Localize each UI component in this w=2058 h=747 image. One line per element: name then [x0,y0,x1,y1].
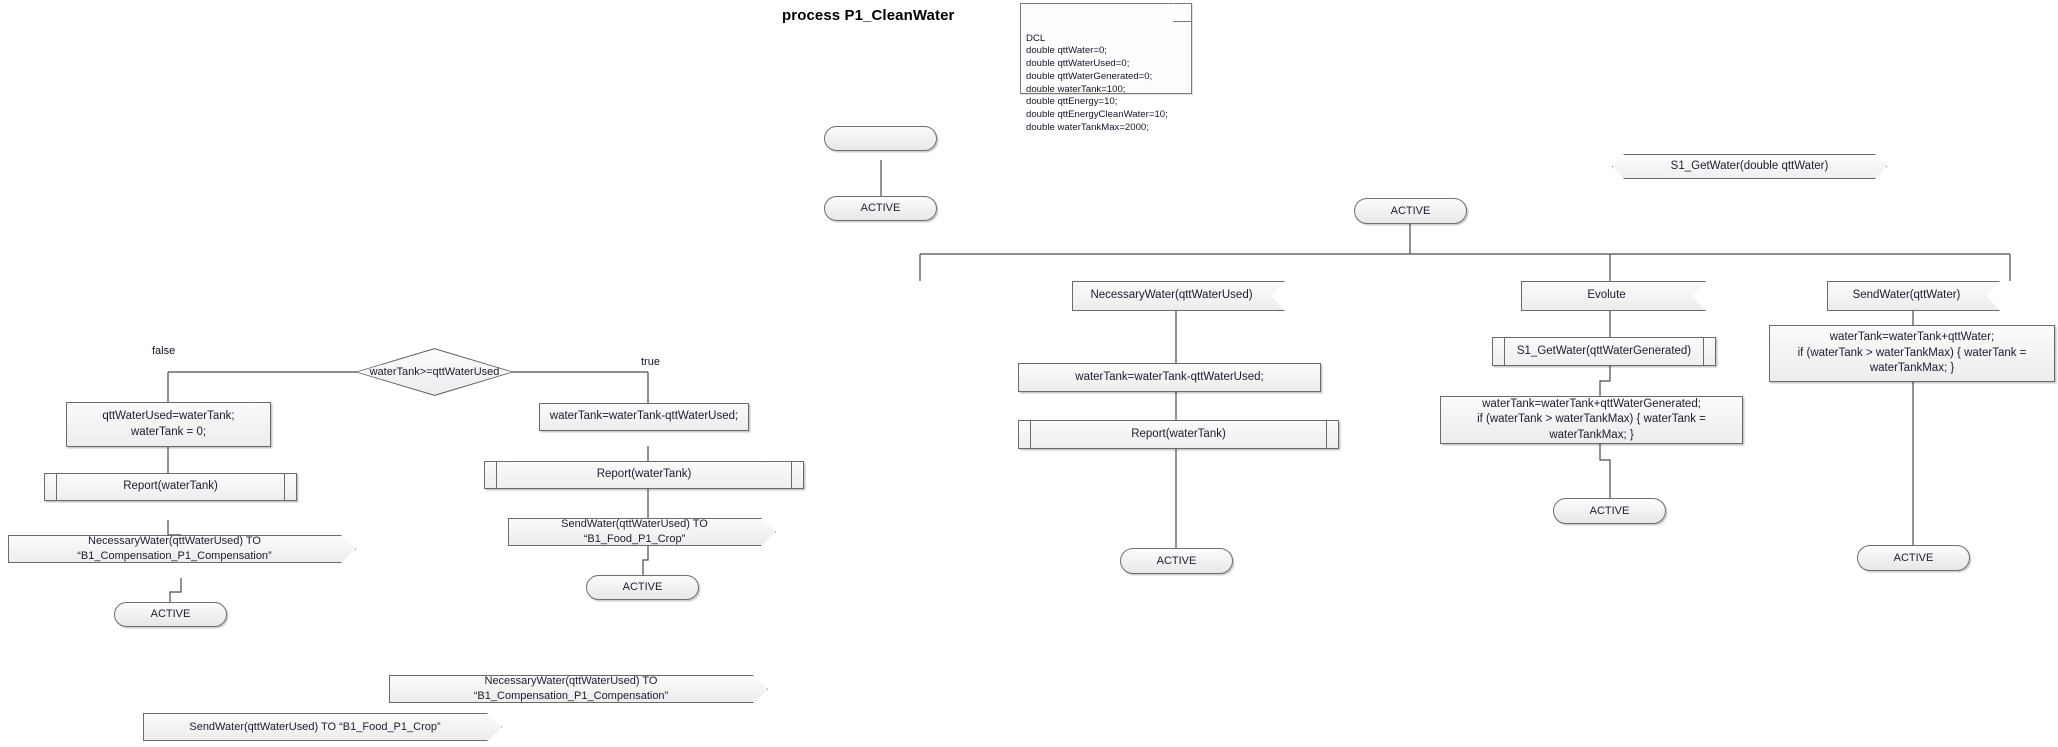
state-active-transition1-end[interactable]: ACTIVE [1120,548,1233,574]
procedure-s1-getwater-generated[interactable]: S1_GetWater(qttWaterGenerated) [1492,337,1716,366]
procedure-report-transition1-label: Report(waterTank) [1131,427,1226,440]
task-watertank-add-qttwater[interactable]: waterTank=waterTank+qttWater; if (waterT… [1769,325,2055,382]
floating-output-sendwater[interactable]: SendWater(qttWaterUsed) TO “B1_Food_P1_C… [143,713,502,741]
input-sendwater[interactable]: SendWater(qttWater) [1827,281,2000,311]
output-necessarywater-false[interactable]: NecessaryWater(qttWaterUsed) TO “B1_Comp… [8,535,356,563]
state-active-false-end-label: ACTIVE [150,608,191,621]
task-watertank-subtract-right-label: waterTank=waterTank-qttWaterUsed; [1075,370,1264,383]
task-watertank-add-generated-label: waterTank=waterTank+qttWaterGenerated; i… [1477,397,1706,441]
dcl-declaration-note: DCL double qttWater=0; double qttWaterUs… [1020,3,1192,133]
decision-label: waterTank>=qttWaterUsed [369,365,500,378]
state-active-true-end[interactable]: ACTIVE [586,575,699,600]
input-necessarywater[interactable]: NecessaryWater(qttWaterUsed) [1072,281,1285,311]
state-active-transition3-end-label: ACTIVE [1893,551,1934,564]
dcl-text: DCL double qttWater=0; double qttWaterUs… [1026,32,1168,133]
state-active-transition2-end[interactable]: ACTIVE [1553,498,1666,524]
state-active-transition3-end[interactable]: ACTIVE [1857,545,1970,571]
output-necessarywater-false-label: NecessaryWater(qttWaterUsed) TO “B1_Comp… [77,535,272,562]
signal-declaration-s1-getwater[interactable]: S1_GetWater(double qttWater) [1612,154,1887,179]
branch-label-false: false [152,345,176,357]
state-active-true-end-label: ACTIVE [622,581,663,594]
state-active-start-label: ACTIVE [860,202,901,215]
decision-watertank-check[interactable]: waterTank>=qttWaterUsed [355,348,514,396]
task-watertank-subtract-left-label: waterTank=waterTank-qttWaterUsed; [549,410,739,423]
state-active-main[interactable]: ACTIVE [1354,198,1467,224]
input-sendwater-label: SendWater(qttWater) [1852,289,1961,302]
signal-declaration-label: S1_GetWater(double qttWater) [1670,159,1829,172]
output-sendwater-true-label: SendWater(qttWaterUsed) TO “B1_Food_P1_C… [561,518,708,545]
procedure-report-true[interactable]: Report(waterTank) [484,461,804,489]
task-qttwaterused-assign-label: qttWaterUsed=waterTank; waterTank = 0; [102,409,235,438]
page-title: process P1_CleanWater [782,7,955,24]
task-watertank-subtract-left[interactable]: waterTank=waterTank-qttWaterUsed; [539,403,749,431]
start-symbol[interactable] [824,126,937,151]
procedure-report-false[interactable]: Report(waterTank) [44,473,297,501]
procedure-report-false-label: Report(waterTank) [123,480,218,493]
floating-output-necessarywater[interactable]: NecessaryWater(qttWaterUsed) TO “B1_Comp… [389,675,768,703]
state-active-transition2-end-label: ACTIVE [1589,504,1630,517]
input-necessarywater-label: NecessaryWater(qttWaterUsed) [1090,289,1253,302]
state-active-transition1-end-label: ACTIVE [1156,554,1197,567]
task-qttwaterused-assign[interactable]: qttWaterUsed=waterTank; waterTank = 0; [66,402,271,447]
procedure-report-true-label: Report(waterTank) [596,468,692,481]
procedure-report-transition1[interactable]: Report(waterTank) [1018,420,1339,449]
state-active-main-label: ACTIVE [1390,204,1431,217]
state-active-start[interactable]: ACTIVE [824,196,937,221]
floating-output-sendwater-label: SendWater(qttWaterUsed) TO “B1_Food_P1_C… [189,720,441,733]
input-evolute-label: Evolute [1587,289,1626,302]
task-watertank-add-qttwater-label: waterTank=waterTank+qttWater; if (waterT… [1797,331,2027,375]
output-sendwater-true[interactable]: SendWater(qttWaterUsed) TO “B1_Food_P1_C… [508,518,776,546]
task-watertank-add-generated[interactable]: waterTank=waterTank+qttWaterGenerated; i… [1440,396,1743,444]
state-active-false-end[interactable]: ACTIVE [114,602,227,627]
input-evolute[interactable]: Evolute [1521,281,1706,311]
procedure-s1-getwater-generated-label: S1_GetWater(qttWaterGenerated) [1516,344,1692,357]
task-watertank-subtract-right[interactable]: waterTank=waterTank-qttWaterUsed; [1018,363,1321,392]
note-fold-corner [1173,3,1192,22]
branch-label-true: true [641,356,660,368]
floating-output-necessarywater-label: NecessaryWater(qttWaterUsed) TO “B1_Comp… [473,675,669,702]
